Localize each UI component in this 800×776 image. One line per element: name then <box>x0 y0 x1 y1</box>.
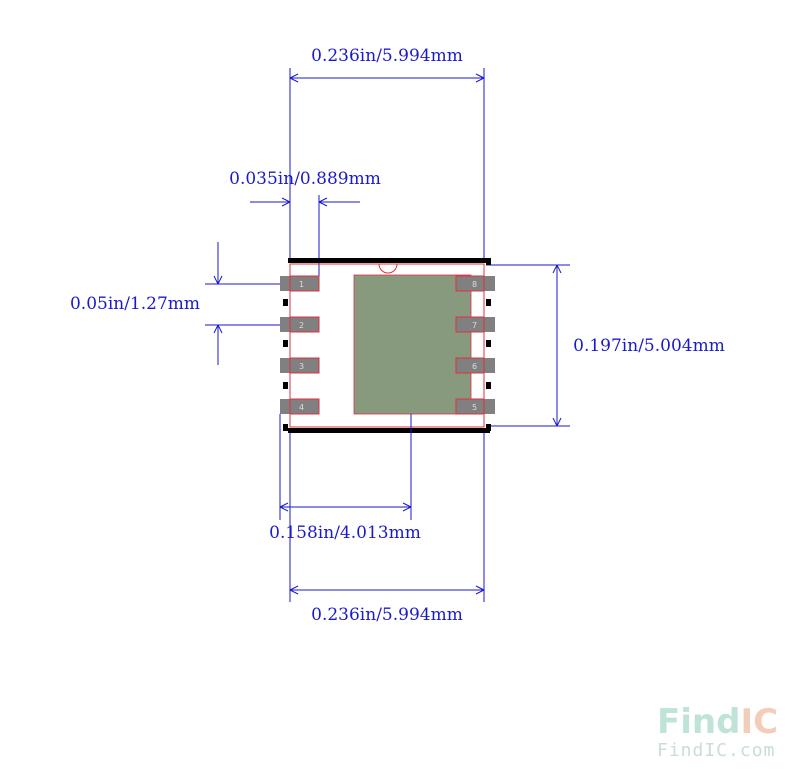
pin-8: 8 <box>455 275 495 292</box>
exposed-pad <box>353 274 472 415</box>
pin-6: 6 <box>455 357 495 374</box>
pin1-notch <box>378 263 398 274</box>
findic-watermark: FindIC FindIC.com <box>657 702 778 761</box>
top-width-label: 0.236in/5.994mm <box>311 46 463 66</box>
body-outline <box>289 263 485 428</box>
pin-7: 7 <box>455 316 495 333</box>
pin-2: 2 <box>280 316 320 333</box>
pin-pitch-label: 0.05in/1.27mm <box>70 294 200 314</box>
watermark-logo: FindIC <box>657 702 778 742</box>
pin-width-dimension <box>250 195 360 282</box>
bottom-width-dimension <box>289 433 485 602</box>
pin-8-label: 8 <box>472 280 477 289</box>
bottom-width-label: 0.236in/5.994mm <box>311 605 463 625</box>
right-pins: 8 7 6 5 <box>455 275 495 415</box>
pin-2-label: 2 <box>299 321 304 330</box>
pin-5: 5 <box>455 398 495 415</box>
body-height-label: 0.197in/5.004mm <box>573 336 725 356</box>
pin-4: 4 <box>280 398 320 415</box>
pin-7-label: 7 <box>472 321 477 330</box>
pin-width-label: 0.035in/0.889mm <box>229 169 381 189</box>
pin-6-label: 6 <box>472 362 477 371</box>
pin-5-label: 5 <box>472 403 477 412</box>
pin-3: 3 <box>280 357 320 374</box>
package-body <box>283 258 491 433</box>
bottom-edge-bar <box>288 428 490 433</box>
pin-1-label: 1 <box>299 280 304 289</box>
pad-offset-dimension <box>279 414 412 520</box>
body-height-dimension <box>486 264 570 427</box>
pin-3-label: 3 <box>299 362 304 371</box>
pin-4-label: 4 <box>299 403 304 412</box>
top-edge-bar <box>288 258 490 263</box>
pad-offset-label: 0.158in/4.013mm <box>269 523 421 543</box>
left-pins: 1 2 3 4 <box>280 275 320 415</box>
watermark-url: FindIC.com <box>657 740 775 761</box>
side-markers <box>283 258 491 431</box>
pin-1: 1 <box>280 275 320 292</box>
